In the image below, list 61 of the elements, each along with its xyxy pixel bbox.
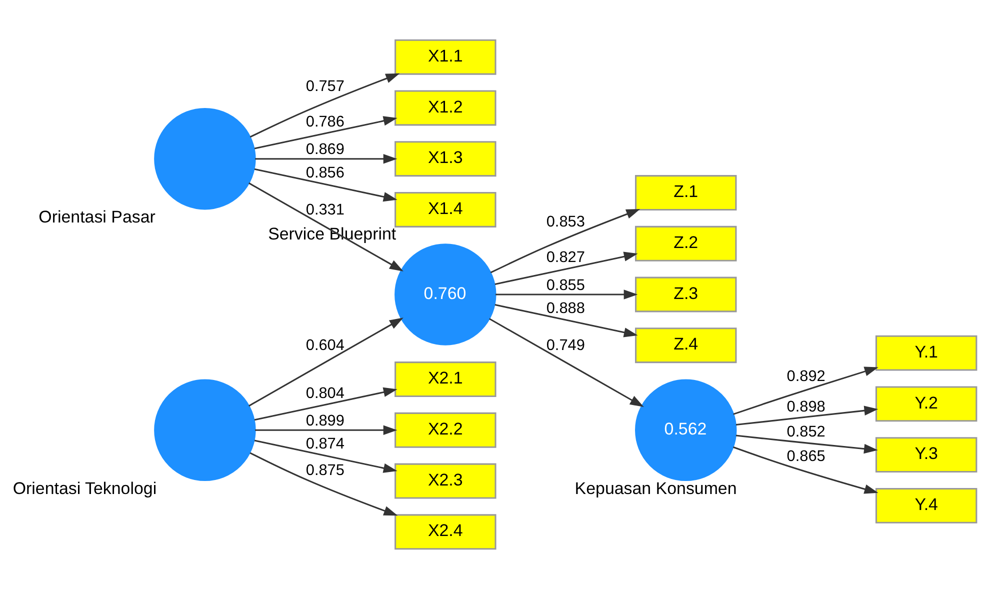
node-box: Z.1	[635, 175, 737, 210]
node-box: Y.3	[875, 437, 978, 473]
arrow	[248, 318, 404, 407]
node-circle	[154, 379, 256, 481]
node-box: Y.2	[875, 386, 978, 422]
node-box: X2.1	[394, 362, 496, 397]
arrow	[490, 209, 640, 274]
edge-label: 0.888	[546, 300, 585, 317]
node-circle: 0.562	[635, 379, 737, 481]
edge-label: 0.892	[786, 368, 826, 385]
edge-label: 0.827	[546, 249, 585, 266]
node-box: Z.4	[635, 328, 737, 364]
arrow	[489, 318, 644, 408]
edge-label: 0.757	[306, 78, 344, 96]
node-box: X1.2	[394, 90, 496, 126]
arrow	[254, 440, 398, 473]
arrow	[733, 366, 878, 415]
edge-label: 0.853	[546, 214, 585, 231]
arrow	[732, 446, 878, 494]
node-box: Z.3	[635, 276, 737, 312]
edge-label: 0.604	[306, 336, 344, 354]
arrow	[496, 290, 638, 300]
arrow	[250, 73, 400, 138]
edge-label: 0.855	[546, 276, 585, 294]
arrow	[254, 387, 398, 421]
node-box: X1.1	[394, 39, 496, 75]
node-box: X2.4	[394, 514, 496, 550]
arrow	[255, 154, 398, 164]
edge-label: 0.865	[786, 448, 826, 465]
node-label: Orientasi Pasar	[38, 208, 156, 227]
node-box: X1.4	[394, 192, 496, 228]
node-label: Orientasi Teknologi	[12, 478, 157, 498]
arrow	[254, 168, 398, 202]
arrow	[250, 452, 398, 516]
node-label: Kepuasan Konsumen	[574, 478, 737, 498]
edge-label: 0.899	[306, 412, 344, 430]
edge-label: 0.331	[306, 201, 344, 218]
edge-label: 0.749	[546, 336, 585, 354]
edge-label: 0.869	[306, 141, 344, 158]
arrow	[248, 182, 404, 272]
node-box: X2.2	[394, 412, 496, 448]
node-box: X1.3	[394, 141, 496, 177]
edge-label: 0.898	[786, 398, 826, 416]
arrow	[736, 434, 878, 454]
node-circle	[154, 108, 256, 210]
arrow	[494, 252, 638, 285]
arrow	[494, 304, 638, 338]
edge-label: 0.804	[306, 384, 344, 402]
edge-label: 0.874	[306, 436, 344, 453]
arrow	[736, 406, 878, 426]
arrow	[255, 425, 398, 435]
edge-label: 0.856	[306, 164, 344, 182]
node-box: Y.4	[875, 488, 978, 524]
edge-label: 0.786	[306, 113, 344, 130]
node-circle: 0.760	[394, 244, 496, 346]
node-box: Z.2	[635, 226, 737, 262]
node-box: Y.1	[875, 335, 978, 371]
node-box: X2.3	[394, 463, 496, 499]
arrow	[254, 116, 398, 150]
edge-label: 0.875	[306, 462, 344, 479]
edge-label: 0.852	[786, 423, 826, 440]
